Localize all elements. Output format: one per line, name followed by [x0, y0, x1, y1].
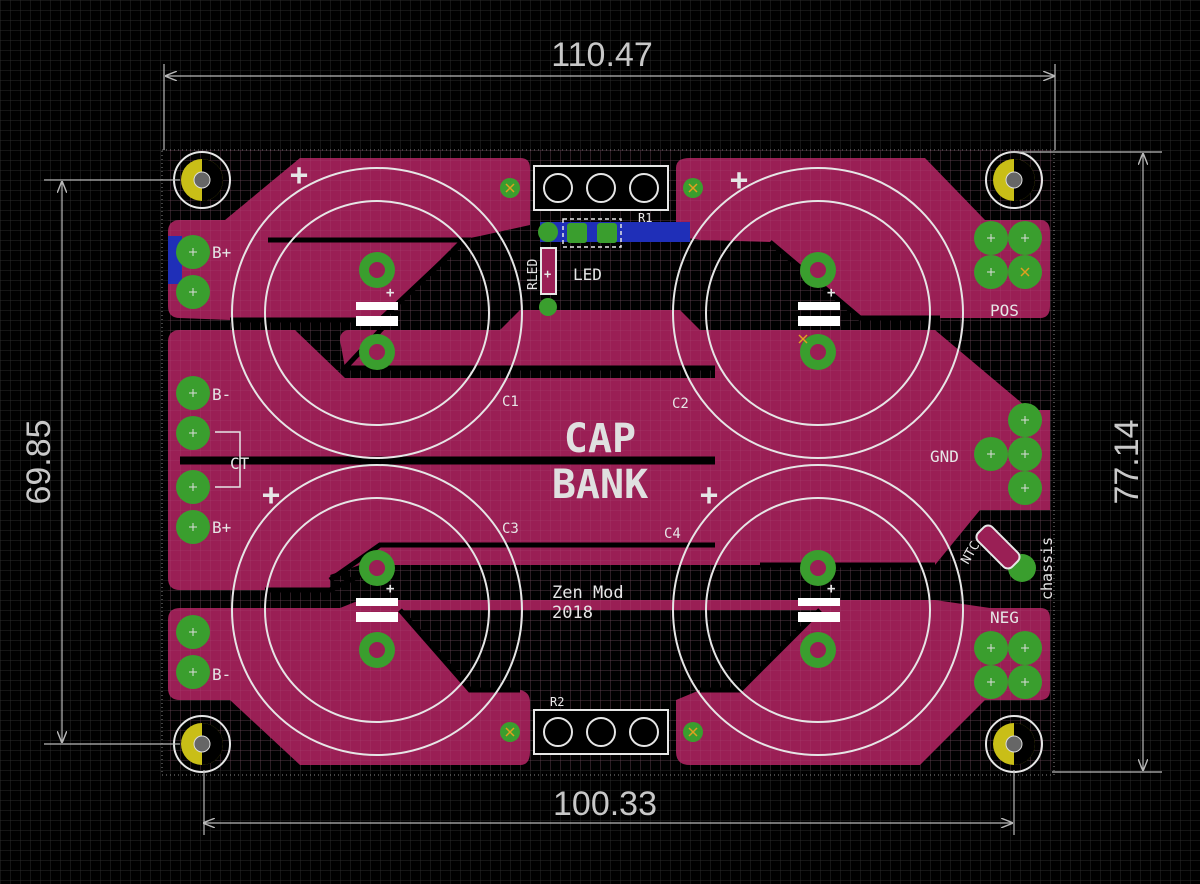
- label-b-minus-top: B-: [212, 385, 231, 404]
- mounting-holes: [173, 151, 1043, 773]
- plus-marker-c1: +: [290, 158, 308, 193]
- label-c1: C1: [502, 394, 519, 410]
- dim-left-height: 69.85: [20, 419, 58, 504]
- capacitor-outlines: [231, 167, 964, 756]
- plus-marker-c3: +: [262, 478, 280, 513]
- resistor-rled[interactable]: [540, 247, 557, 295]
- label-c3: C3: [502, 521, 519, 537]
- cap-c4-outer: [672, 464, 964, 756]
- plus-small-rled: +: [544, 267, 551, 281]
- label-rled: RLED: [526, 259, 541, 290]
- label-gnd: GND: [930, 447, 959, 466]
- plus-small-c2: +: [827, 285, 835, 301]
- plus-marker-c2: +: [730, 163, 748, 198]
- credit-line2: 2018: [552, 603, 593, 623]
- plus-small-c4: +: [827, 581, 835, 597]
- pad-crosses: [189, 234, 1029, 686]
- cap-c2-inner: [705, 200, 931, 426]
- ntc-thermistor[interactable]: [974, 523, 1022, 571]
- label-neg: NEG: [990, 608, 1019, 627]
- pad-holes: [369, 262, 826, 658]
- cap-c1-outer: [231, 167, 523, 459]
- label-b-plus-top: B+: [212, 243, 231, 262]
- board-outline: [161, 149, 1055, 776]
- dim-right-height: 77.14: [1108, 419, 1146, 504]
- label-r1: R1: [638, 211, 652, 225]
- ct-bracket: [215, 431, 241, 488]
- plus-small-c1: +: [386, 285, 394, 301]
- plus-small-c3: +: [386, 581, 394, 597]
- mount-hole-bottom-right: [985, 715, 1043, 773]
- ratsnest-marks: [505, 183, 1030, 737]
- trimmer-r2[interactable]: [533, 709, 669, 755]
- label-b-minus-bottom: B-: [212, 665, 231, 684]
- cap-c1-inner: [264, 200, 490, 426]
- plus-marker-c4: +: [700, 478, 718, 513]
- label-chassis: chassis: [1038, 537, 1056, 600]
- cap-c2-outer: [672, 167, 964, 459]
- capacitor-polarity-symbols: [356, 302, 840, 622]
- board-title-line2: BANK: [552, 462, 648, 508]
- silkscreen-labels: CAP BANK Zen Mod 2018 B+ B- CT B+ B- POS…: [212, 158, 1056, 709]
- label-c4: C4: [664, 526, 681, 542]
- cap-c3-inner: [264, 497, 490, 723]
- cap-c4-inner: [705, 497, 931, 723]
- cap-c3-outer: [231, 464, 523, 756]
- mount-hole-bottom-left: [173, 715, 231, 773]
- label-r2: R2: [550, 695, 564, 709]
- trimmer-r1[interactable]: [533, 165, 669, 211]
- mount-hole-top-left: [173, 151, 231, 209]
- dim-bottom-width: 100.33: [553, 785, 657, 823]
- mount-hole-top-right: [985, 151, 1043, 209]
- label-led: LED: [573, 265, 602, 284]
- led-footprint[interactable]: [562, 218, 622, 248]
- label-c2: C2: [672, 396, 689, 412]
- label-pos: POS: [990, 301, 1019, 320]
- label-b-plus-bottom: B+: [212, 518, 231, 537]
- credit-line1: Zen Mod: [552, 583, 624, 603]
- board-title-line1: CAP: [564, 416, 636, 462]
- dim-top-width: 110.47: [551, 36, 652, 74]
- dimension-lines: [44, 64, 1162, 835]
